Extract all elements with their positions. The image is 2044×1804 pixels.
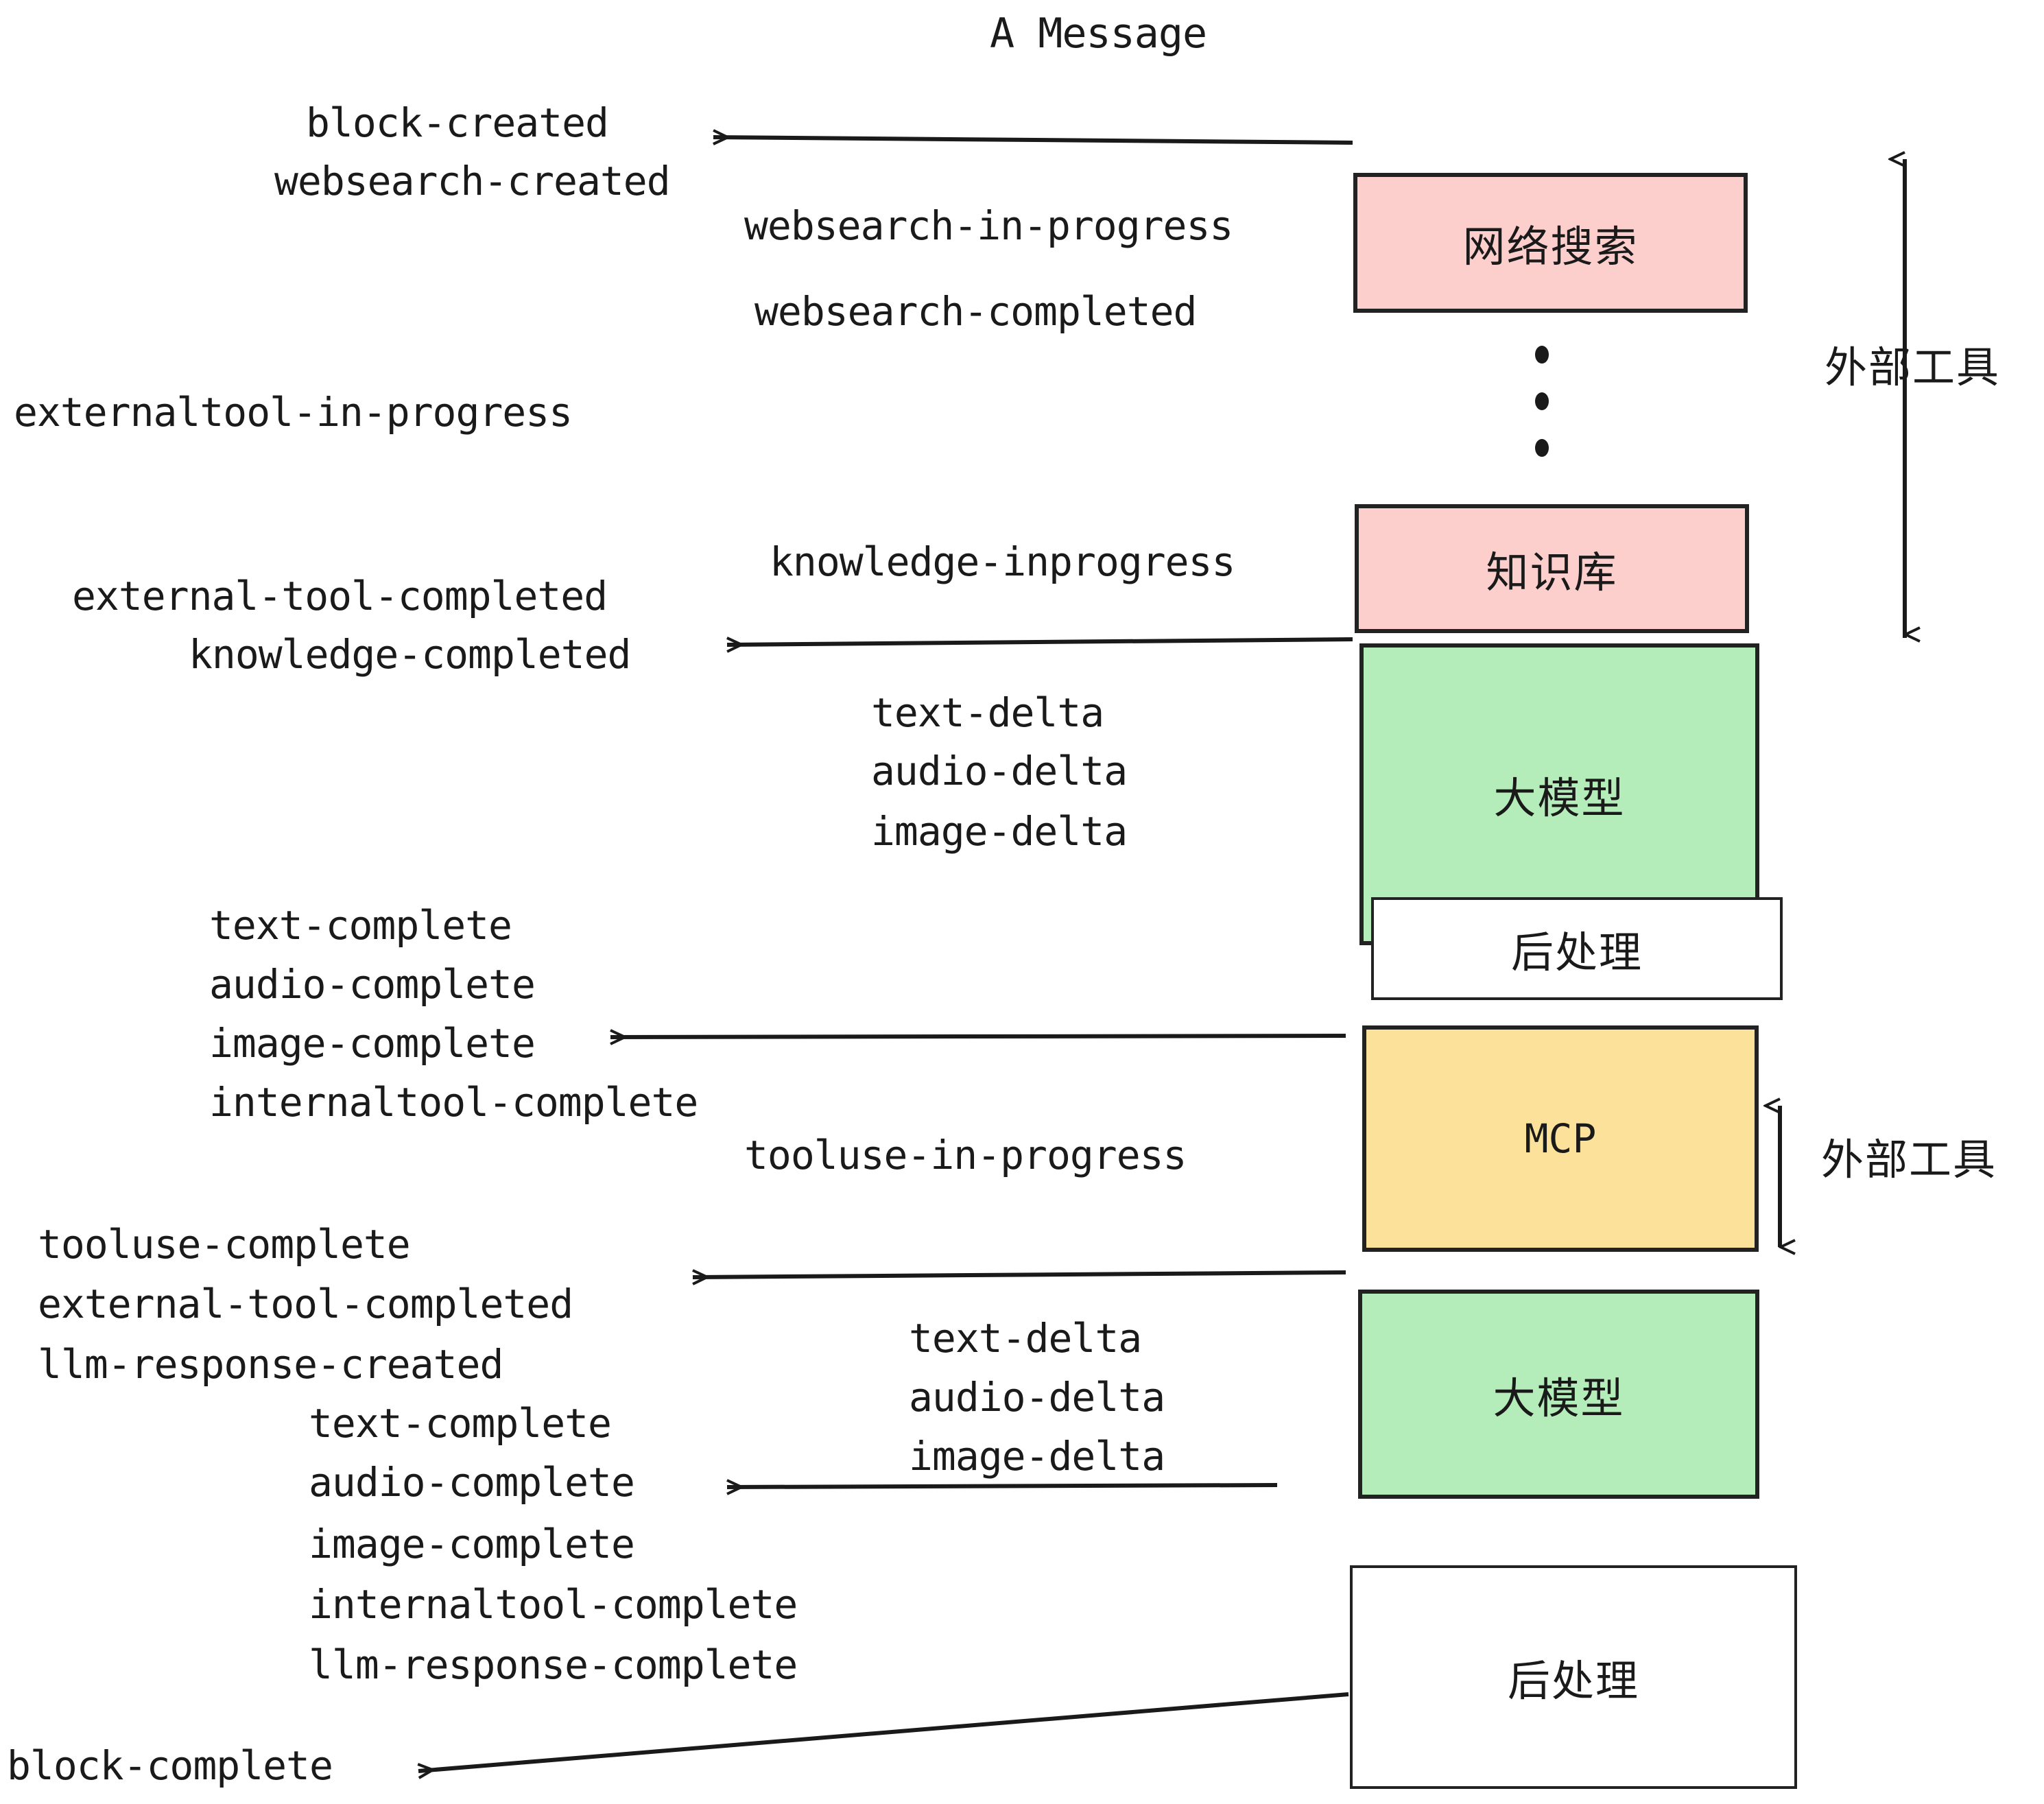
event-tooluse-complete: tooluse-complete [38, 1221, 411, 1268]
ellipsis-dot-1 [1535, 346, 1549, 364]
event-text-complete-top: text-complete [209, 902, 512, 949]
annotation-external-tools-bottom: 外部工具 [1821, 1135, 1997, 1185]
event-websearch-in-progress: websearch-in-progress [744, 202, 1233, 249]
event-llm-response-complete: llm-response-complete [309, 1641, 798, 1688]
event-image-delta-top: image-delta [871, 808, 1128, 855]
event-image-delta-bottom: image-delta [909, 1433, 1165, 1480]
event-externaltool-in-progress: externaltool-in-progress [14, 389, 573, 436]
arrow-mcp-to-tooluse [693, 1272, 1346, 1277]
node-postprocess-top-label: 后处理 [1510, 927, 1643, 977]
node-knowledge-label: 知识库 [1486, 547, 1618, 597]
event-text-delta-top: text-delta [871, 689, 1104, 736]
node-llm-bottom[interactable]: 大模型 [1358, 1290, 1759, 1499]
event-block-created: block-created [306, 99, 609, 146]
event-websearch-created: websearch-created [274, 158, 671, 204]
node-llm-top-label: 大模型 [1493, 773, 1626, 823]
event-llm-response-created: llm-response-created [38, 1341, 503, 1388]
event-internaltool-complete-top: internaltool-complete [209, 1079, 698, 1126]
event-internaltool-complete-bottom: internaltool-complete [309, 1581, 798, 1628]
arrow-knowledge-to-completed [727, 639, 1353, 645]
event-audio-complete-bottom: audio-complete [309, 1459, 635, 1506]
arrow-websearch-to-blockcreated [713, 137, 1353, 143]
diagram-title: A Message [990, 10, 1207, 58]
arrow-llm-to-audiocomplete [727, 1485, 1278, 1487]
node-postprocess-top[interactable]: 后处理 [1371, 897, 1783, 1000]
event-text-complete-bottom: text-complete [309, 1400, 612, 1447]
event-external-tool-completed-2: external-tool-completed [38, 1281, 573, 1327]
ellipsis-dot-3 [1535, 439, 1549, 457]
node-websearch-label: 网络搜索 [1462, 222, 1639, 272]
event-tooluse-in-progress: tooluse-in-progress [744, 1132, 1187, 1178]
node-postprocess-bottom-label: 后处理 [1507, 1656, 1639, 1706]
event-audio-delta-top: audio-delta [871, 748, 1128, 794]
node-mcp[interactable]: MCP [1362, 1025, 1759, 1252]
event-block-complete: block-complete [7, 1742, 333, 1789]
node-websearch[interactable]: 网络搜索 [1353, 173, 1748, 313]
arrow-postproc-to-blockcomplete [418, 1692, 1349, 1771]
ellipsis-dot-2 [1535, 392, 1549, 410]
node-mcp-label: MCP [1524, 1115, 1597, 1162]
event-knowledge-completed: knowledge-completed [189, 631, 631, 678]
event-audio-complete-top: audio-complete [209, 961, 536, 1008]
node-llm-bottom-label: 大模型 [1493, 1373, 1625, 1423]
event-external-tool-completed-1: external-tool-completed [72, 573, 608, 619]
node-knowledge[interactable]: 知识库 [1355, 504, 1749, 633]
node-postprocess-bottom[interactable]: 后处理 [1350, 1565, 1797, 1789]
event-image-complete-top: image-complete [209, 1020, 536, 1067]
event-knowledge-inprogress: knowledge-inprogress [770, 538, 1235, 585]
event-image-complete-bottom: image-complete [309, 1521, 635, 1567]
event-websearch-completed: websearch-completed [754, 288, 1197, 335]
event-text-delta-bottom: text-delta [909, 1315, 1142, 1362]
event-audio-delta-bottom: audio-delta [909, 1374, 1165, 1421]
annotation-external-tools-top: 外部工具 [1825, 342, 2001, 392]
arrow-postproc-to-imagecomplete [610, 1036, 1346, 1037]
